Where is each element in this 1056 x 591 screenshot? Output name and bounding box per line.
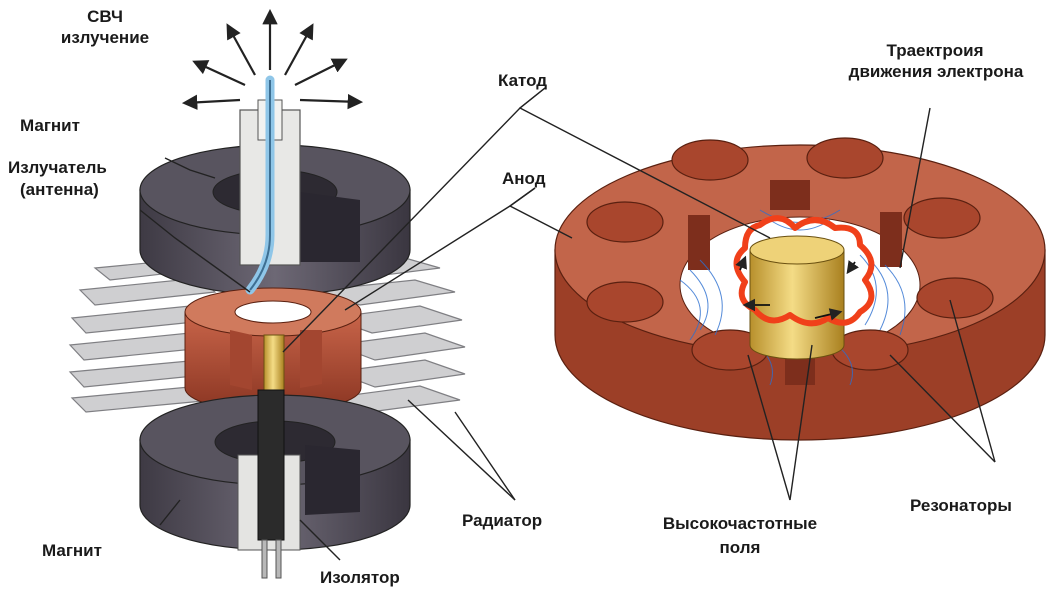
label-svch: СВЧ: [50, 6, 160, 27]
label-radiator: Радиатор: [462, 510, 542, 531]
label-anode: Анод: [502, 168, 546, 189]
magnetron-cutaway: [70, 12, 465, 578]
label-insulator: Изолятор: [320, 567, 400, 588]
label-hf-fields-2: поля: [640, 537, 840, 558]
antenna: [240, 80, 300, 290]
label-magnet-top: Магнит: [20, 115, 80, 136]
label-trajectory-electron: движения электрона: [836, 61, 1036, 82]
label-hf-fields: Высокочастотные: [640, 513, 840, 534]
label-emitter: Излучатель: [8, 157, 107, 178]
label-cathode: Катод: [498, 70, 547, 91]
label-trajectory: Траектроия: [860, 40, 1010, 61]
label-svch-radiation: излучение: [35, 27, 175, 48]
anode-closeup: [555, 138, 1045, 440]
label-emitter-antenna: (антенна): [20, 179, 99, 200]
label-magnet-bottom: Магнит: [42, 540, 102, 561]
label-resonators: Резонаторы: [910, 495, 1012, 516]
cathode-cylinder: [750, 236, 844, 359]
